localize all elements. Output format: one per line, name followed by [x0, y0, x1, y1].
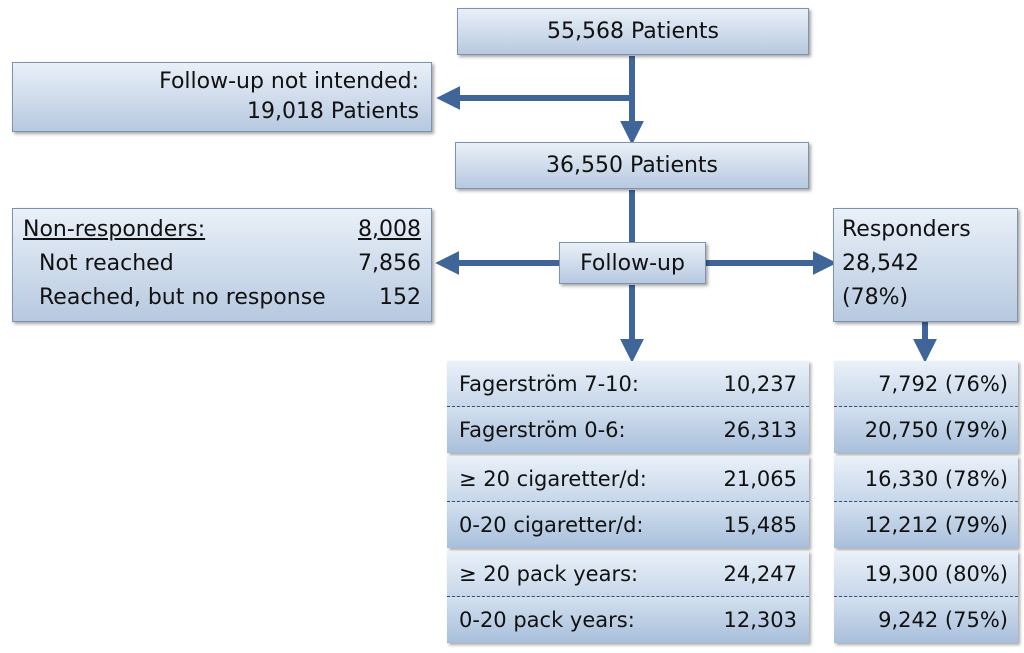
responders-count: 28,542 [842, 251, 919, 276]
nonresponders-total: 8,008 [358, 217, 421, 242]
responders-title: Responders [842, 217, 971, 242]
row-total: 21,065 [723, 466, 797, 491]
row-label: Fagerström 7-10: [459, 371, 639, 396]
row-responders: 12,212 (79%) [864, 513, 1008, 537]
row-label: 0-20 cigaretter/d: [459, 513, 644, 537]
row-label: ≥ 20 pack years: [459, 561, 639, 586]
row-total: 24,247 [723, 561, 797, 586]
total-patients-label: 55,568 Patients [546, 19, 720, 44]
nonresponders-row-label: Not reached [39, 251, 174, 276]
included-patients-box: 36,550 Patients [455, 142, 809, 189]
row-responders: 7,792 (76%) [834, 361, 1018, 407]
nonresponders-row: Not reached 7,856 [23, 247, 421, 281]
included-patients-label: 36,550 Patients [545, 153, 719, 178]
total-patients-box: 55,568 Patients [457, 8, 809, 55]
row-label: 0-20 pack years: [459, 608, 635, 632]
row-label: Fagerström 0-6: [459, 418, 626, 442]
nonresponders-header: Non-responders: 8,008 [23, 213, 421, 247]
nonresponders-row-value: 152 [379, 285, 421, 310]
row-total: 15,485 [723, 513, 797, 537]
excluded-line1: Follow-up not intended: [159, 69, 419, 94]
followup-box: Follow-up [559, 242, 706, 284]
row-total: 26,313 [723, 418, 797, 442]
table-row: Fagerström 0-6: 26,313 [447, 407, 809, 453]
table-row: ≥ 20 pack years: 24,247 [447, 551, 809, 597]
row-responders: 20,750 (79%) [864, 418, 1008, 442]
followup-label: Follow-up [580, 250, 685, 276]
nonresponders-row: Reached, but no response 152 [23, 281, 421, 315]
nonresponders-box: Non-responders: 8,008 Not reached 7,856 … [12, 208, 432, 322]
nonresponders-title: Non-responders: [23, 217, 206, 242]
excluded-line2: 19,018 Patients [246, 99, 419, 124]
nonresponders-row-label: Reached, but no response [39, 285, 326, 310]
table-row: ≥ 20 cigaretter/d: 21,065 [447, 456, 809, 502]
responders-percent: (78%) [842, 285, 909, 310]
row-responders: 19,300 (80%) [834, 551, 1018, 597]
row-total: 10,237 [723, 371, 797, 396]
nonresponders-row-value: 7,856 [358, 251, 421, 276]
table-row: 0-20 pack years: 12,303 [447, 597, 809, 643]
row-responders: 16,330 (78%) [834, 456, 1018, 502]
table-row: Fagerström 7-10: 10,237 [447, 361, 809, 407]
followup-not-intended-box: Follow-up not intended: 19,018 Patients [12, 62, 432, 132]
row-label: ≥ 20 cigaretter/d: [459, 466, 647, 491]
row-total: 12,303 [723, 608, 797, 632]
responders-box: Responders 28,542 (78%) [833, 208, 1018, 322]
row-responders: 9,242 (75%) [878, 608, 1008, 632]
table-row: 0-20 cigaretter/d: 15,485 [447, 502, 809, 548]
